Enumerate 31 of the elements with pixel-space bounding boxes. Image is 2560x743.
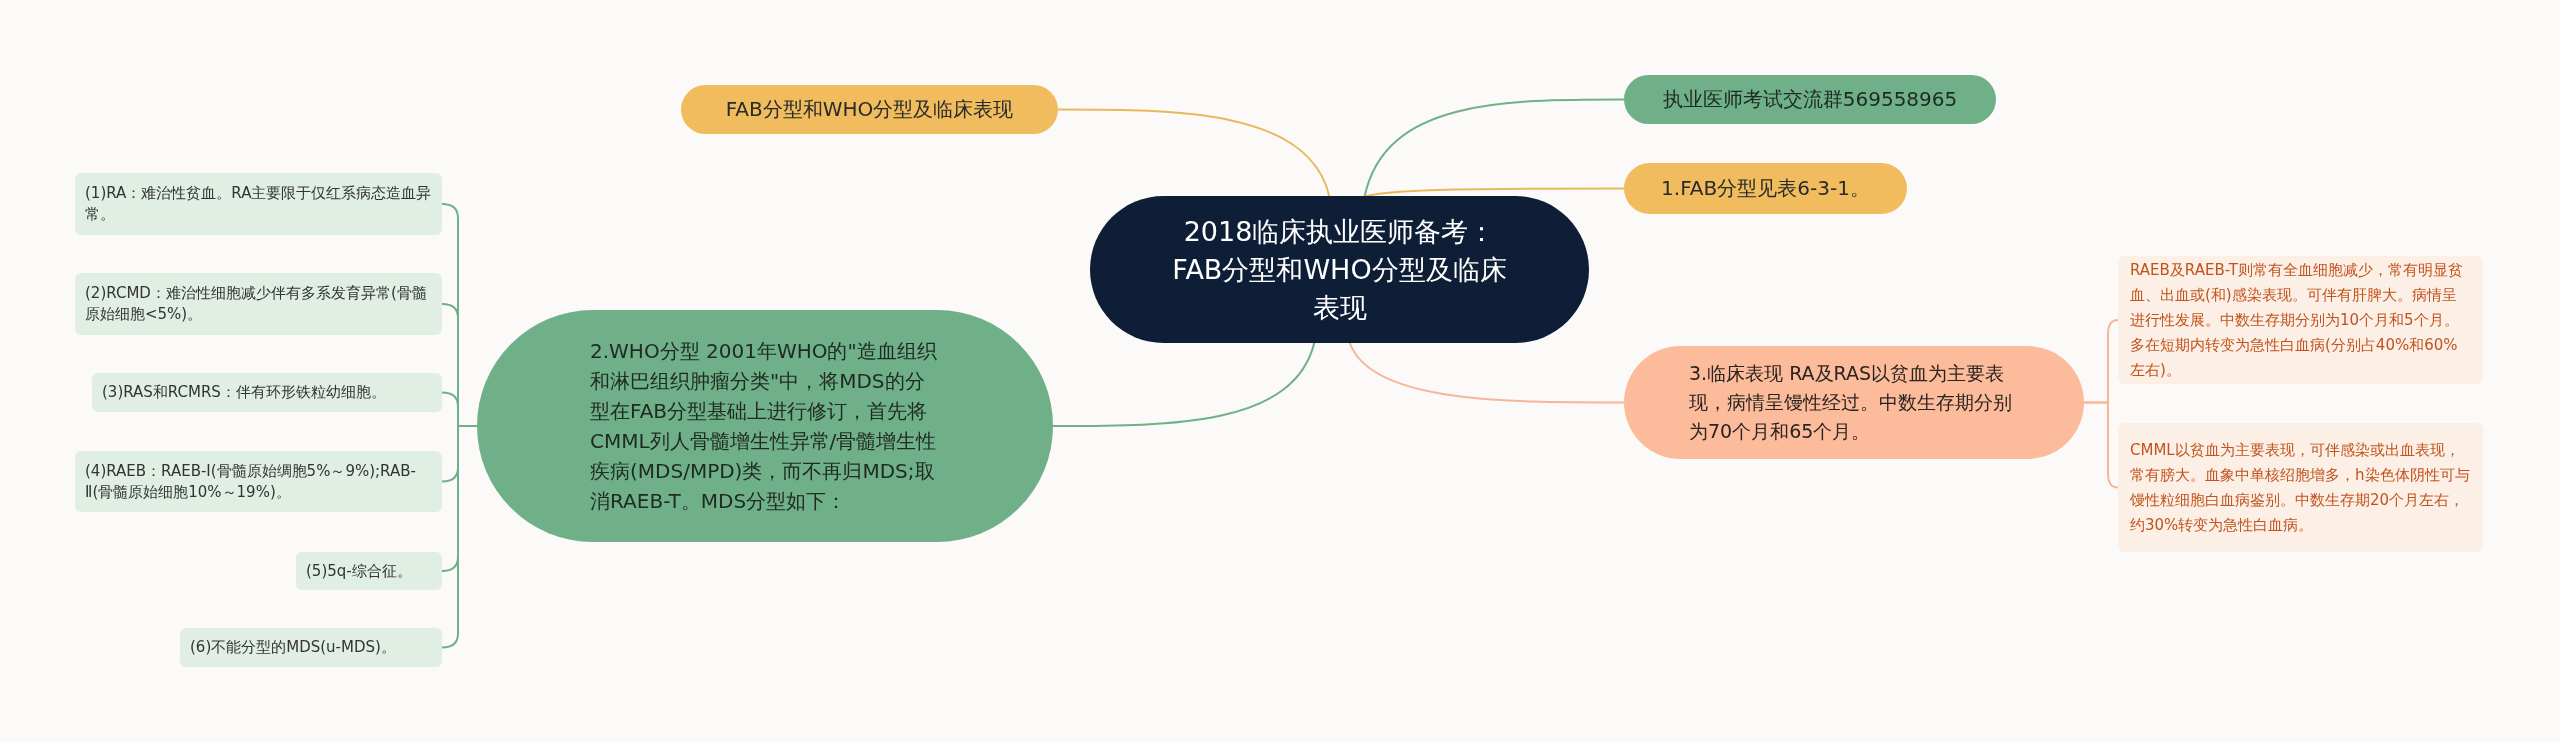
topic-node xyxy=(1624,75,1996,124)
connector-line xyxy=(1363,98,1625,198)
connector-line xyxy=(1348,341,1625,404)
topic-node xyxy=(296,552,442,590)
connector-line xyxy=(1052,341,1316,427)
topic-node xyxy=(2118,423,2483,552)
topic-text: (3)RAS和RCMRS：伴有环形铁粒幼细胞。 xyxy=(102,382,386,403)
topic-node xyxy=(92,373,442,412)
topic-text: RAEB及RAEB-T则常有全血细胞减少，常有明显贫血、出血或(和)感染表现。可伴有肝脾大。病情呈进行性发展。中数生存期分别为10个月和5个月。多在短期内转变为急性白血病(分别占40%和60%左右)。 xyxy=(2130,259,2464,381)
connector-line xyxy=(1363,187,1625,198)
topic-text: (4)RAEB：RAEB-Ⅰ(骨髓原始绸胞5%～9%);RAB-Ⅱ(骨髓原始细胞10%～19%)。 xyxy=(85,460,417,503)
topic-node xyxy=(681,85,1058,134)
topic-text: (6)不能分型的MDS(u-MDS)。 xyxy=(190,637,396,658)
topic-text: CMML以贫血为主要表现，可伴感染或出血表现，常有膀大。血象中单核绍胞增多，h染色体阴性可与馒性粒细胞白血病鉴别。中数生存期20个月左右，约30%转变为急性白血病。 xyxy=(2130,439,2471,536)
topic-text: 2018临床执业医师备考：FAB分型和WHO分型及临床表现 xyxy=(1171,214,1508,325)
topic-node xyxy=(75,273,442,335)
topic-text: (2)RCMD：难治性细胞减少伴有多系发育异常(骨髓原始细胞<5%)。 xyxy=(85,283,428,325)
topic-node xyxy=(1624,163,1907,214)
topic-node xyxy=(75,173,442,235)
topic-text: 2.WHO分型 2001年WHO的"造血组织和淋巴组织肿瘤分类"中，将MDS的分型在FAB分型基础上进行修订，首先将CMML列人骨髓增生性异常/骨髓增生性疾病(MDS/MPD)类，而不再归MDS;取消RAEB-T。MDS分型如下： xyxy=(590,338,938,515)
connector-line xyxy=(441,425,478,649)
topic-text: FAB分型和WHO分型及临床表现 xyxy=(725,96,1014,123)
connector-line xyxy=(1057,108,1331,198)
connector-line xyxy=(2083,401,2119,489)
topic-text: (1)RA：难治性贫血。RA主要限于仅红系病态造血异常。 xyxy=(85,183,432,225)
topic-node xyxy=(180,628,442,667)
topic-text: (5)5q-综合征。 xyxy=(306,560,412,582)
topic-text: 1.FAB分型见表6-3-1。 xyxy=(1661,175,1870,202)
topic-node xyxy=(75,451,442,512)
topic-text: 3.临床表现 RA及RAS以贫血为主要表现，病情呈馒性经过。中数生存期分别为70个月和65个月。 xyxy=(1689,361,2013,444)
topic-text: 执业医师考试交流群569558965 xyxy=(1662,86,1958,113)
